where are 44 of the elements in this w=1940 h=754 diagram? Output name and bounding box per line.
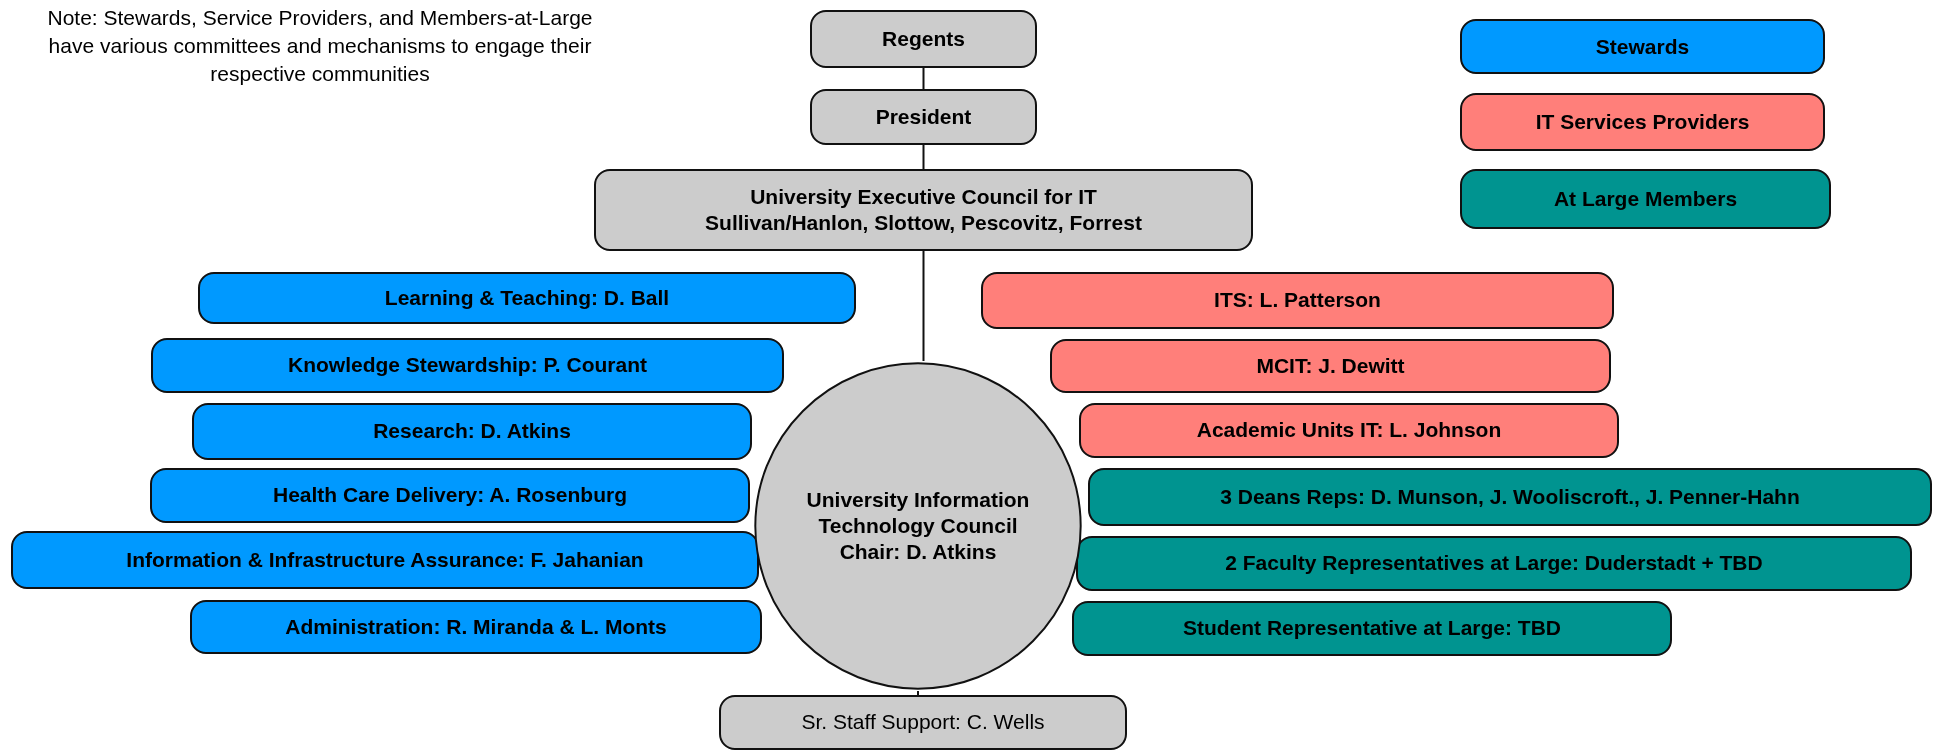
org-box <box>1079 403 1619 458</box>
box-label: Student Representative at Large: TBD <box>1182 615 1562 642</box>
box-label: Research: D. Atkins <box>373 418 571 445</box>
council-title: Chair: D. Atkins <box>839 539 997 566</box>
connector-line <box>922 67 925 90</box>
box-label: 3 Deans Reps: D. Munson, J. Wooliscroft., J. Penner-Hahn <box>1220 483 1800 510</box>
box-label: University Executive Council for IT <box>750 183 1097 210</box>
legend-key: IT Services Providers <box>1460 93 1825 151</box>
box-label: Learning & Teaching: D. Ball <box>384 284 670 311</box>
box-label: Sr. Staff Support: C. Wells <box>801 709 1045 736</box>
box-label: Sullivan/Hanlon, Slottow, Pescovitz, Forrest <box>705 210 1142 236</box>
org-box <box>190 600 762 654</box>
org-box <box>719 695 1127 750</box>
box-label: Knowledge Stewardship: P. Courant <box>288 352 647 379</box>
council-title: University Information Technology Council <box>805 486 1031 539</box>
org-box <box>1088 468 1932 526</box>
org-box <box>192 403 752 460</box>
org-box <box>198 272 856 324</box>
org-box <box>11 531 759 589</box>
org-box <box>150 468 750 523</box>
box-label: MCIT: J. Dewitt <box>1256 352 1405 379</box>
org-box <box>594 169 1253 251</box>
council-circle <box>753 361 1083 691</box>
org-box <box>810 10 1037 68</box>
box-label: 2 Faculty Representatives at Large: Duderstadt + TBD <box>1225 550 1763 577</box>
org-box <box>810 89 1037 145</box>
org-box <box>981 272 1614 329</box>
connector-line <box>917 690 919 696</box>
connector-line <box>922 144 925 170</box>
org-box <box>1050 339 1611 393</box>
legend-key: Stewards <box>1460 19 1825 74</box>
org-box <box>1076 536 1912 591</box>
org-box <box>151 338 784 393</box>
box-label: Regents <box>882 25 965 52</box>
legend-key: At Large Members <box>1460 169 1831 229</box>
box-label: Information & Infrastructure Assurance: F. Jahanian <box>126 546 644 573</box>
org-box <box>1072 601 1672 656</box>
note-text: Note: Stewards, Service Providers, and Members-at-Large have various committees and mechanisms to engage their respective communities <box>46 5 594 87</box>
box-label: ITS: L. Patterson <box>1214 287 1381 314</box>
box-label: Academic Units IT: L. Johnson <box>1196 417 1502 444</box>
box-label: Administration: R. Miranda & L. Monts <box>285 613 667 640</box>
box-label: President <box>875 103 972 130</box>
connector-line <box>922 250 925 362</box>
box-label: Health Care Delivery: A. Rosenburg <box>273 482 627 509</box>
